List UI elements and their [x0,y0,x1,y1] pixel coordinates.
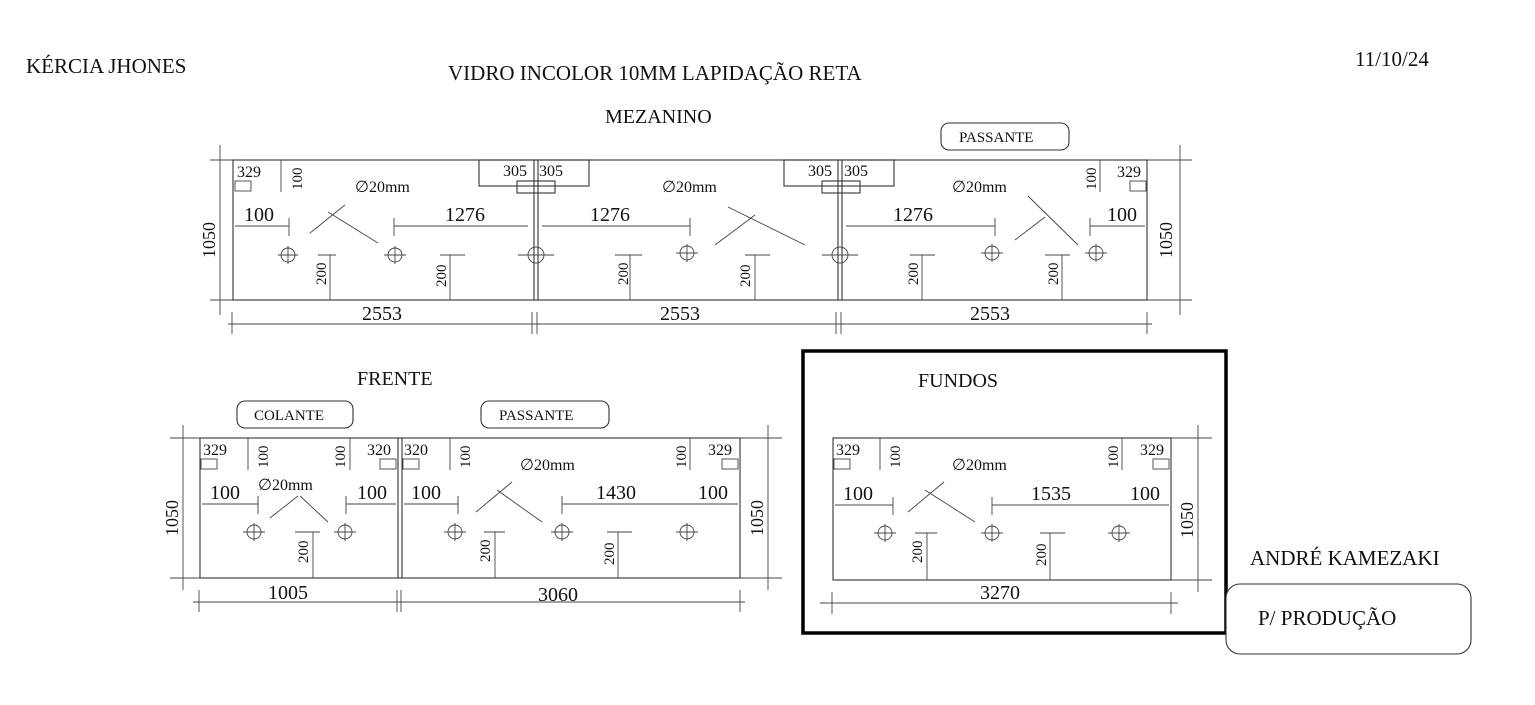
fre-p2-drop-b: 200 [602,543,618,566]
mez-p3-notch: 329 [1117,164,1141,181]
fre-p2-span: 1430 [596,482,636,504]
mez-p3-hole: ∅20mm [952,179,1007,196]
tag-passante-mezanino [940,122,1070,151]
mez-p2-width: 2553 [660,303,700,325]
mezanino-joint-2b: 305 [844,163,868,180]
section-frente: FRENTE COLANTE PASSANTE 1050 1050 329 10… [162,368,782,612]
fundos-height: 1050 [1177,502,1197,538]
fre-p2-width: 3060 [538,584,578,606]
mez-p3-notch-h: 100 [1084,168,1100,191]
mez-p1-span: 1276 [445,204,485,226]
mez-p1-notch: 329 [237,164,261,181]
mez-p3-width: 2553 [970,303,1010,325]
drawing-title: VIDRO INCOLOR 10MM LAPIDAÇÃO RETA [448,61,862,85]
mez-p3-span: 1276 [893,204,933,226]
mez-p2-drop-a: 200 [616,263,632,286]
fun-notch-h-r: 100 [1106,446,1122,469]
client-name: KÉRCIA JHONES [26,54,186,78]
mez-p1-width: 2553 [362,303,402,325]
fun-drop-a: 200 [910,541,926,564]
fun-notch-r: 329 [1140,442,1164,459]
frente-height-right: 1050 [747,500,767,536]
fre-p2-edge-l: 100 [411,482,441,504]
fun-drop-b: 200 [1034,544,1050,567]
fre-p1-drop: 200 [296,541,312,564]
mez-p2-hole: ∅20mm [662,179,717,196]
mezanino-joint-2a: 305 [808,163,832,180]
tag-colante [236,400,354,429]
section-title-frente: FRENTE [357,368,433,390]
mez-p3-drop-b: 200 [1046,263,1062,286]
fun-hole: ∅20mm [952,457,1007,474]
mez-p3-drop-a: 200 [906,263,922,286]
mezanino-height-left: 1050 [199,222,219,258]
fre-p2-notch-h-l: 100 [458,446,474,469]
mez-p2-drop-b: 200 [738,265,754,288]
fre-p1-edge-r: 100 [357,482,387,504]
production-stamp-label: P/ PRODUÇÃO [1258,606,1396,630]
fre-p1-width: 1005 [268,582,308,604]
fundos-highlight-box [801,349,1228,635]
mez-p3-edge: 100 [1107,204,1137,226]
fre-p2-notch-r: 329 [708,442,732,459]
mez-p2-span: 1276 [590,204,630,226]
production-stamp [1225,583,1472,655]
mezanino-joint-1b: 305 [539,163,563,180]
fre-p1-edge-l: 100 [210,482,240,504]
fun-notch-l: 329 [836,442,860,459]
frente-height-left: 1050 [162,500,182,536]
section-fundos: FUNDOS 1050 329 100 100 329 100 ∅20mm 15… [801,349,1228,635]
fre-p1-notch-r: 320 [367,442,391,459]
tag-colante-label: COLANTE [254,408,324,424]
fre-p1-notch-h-l: 100 [256,446,272,469]
section-mezanino: MEZANINO PASSANTE 1050 1050 305 305 305 … [199,106,1192,334]
mez-p1-hole: ∅20mm [355,179,410,196]
fun-edge-r: 100 [1130,483,1160,505]
fre-p2-hole: ∅20mm [520,457,575,474]
mezanino-height-right: 1050 [1156,222,1176,258]
section-title-mezanino: MEZANINO [605,106,712,128]
fre-p2-edge-r: 100 [698,482,728,504]
mez-p1-edge: 100 [244,204,274,226]
fundos-outline [832,437,1172,581]
fun-span: 1535 [1031,483,1071,505]
fre-p1-hole: ∅20mm [258,477,313,494]
fre-p2-notch-l: 320 [404,442,428,459]
fre-p1-notch-h-r: 100 [333,446,349,469]
mezanino-outline [232,159,1148,301]
fre-p2-notch-h-r: 100 [674,446,690,469]
tag-passante-frente [480,400,610,429]
tag-passante-mezanino-label: PASSANTE [959,130,1033,146]
signature: ANDRÉ KAMEZAKI [1250,546,1440,570]
fun-edge-l: 100 [843,483,873,505]
mezanino-joint-1a: 305 [503,163,527,180]
fre-p1-notch-l: 329 [203,442,227,459]
mez-p1-drop-a: 200 [314,263,330,286]
tag-passante-frente-label: PASSANTE [499,408,573,424]
drawing-date: 11/10/24 [1355,47,1429,71]
fre-p2-drop-a: 200 [478,540,494,563]
mez-p1-drop-b: 200 [434,265,450,288]
section-title-fundos: FUNDOS [918,370,998,392]
frente-outline [199,437,741,579]
fun-notch-h-l: 100 [888,446,904,469]
mez-p1-notch-h: 100 [290,168,306,191]
fun-width: 3270 [980,582,1020,604]
